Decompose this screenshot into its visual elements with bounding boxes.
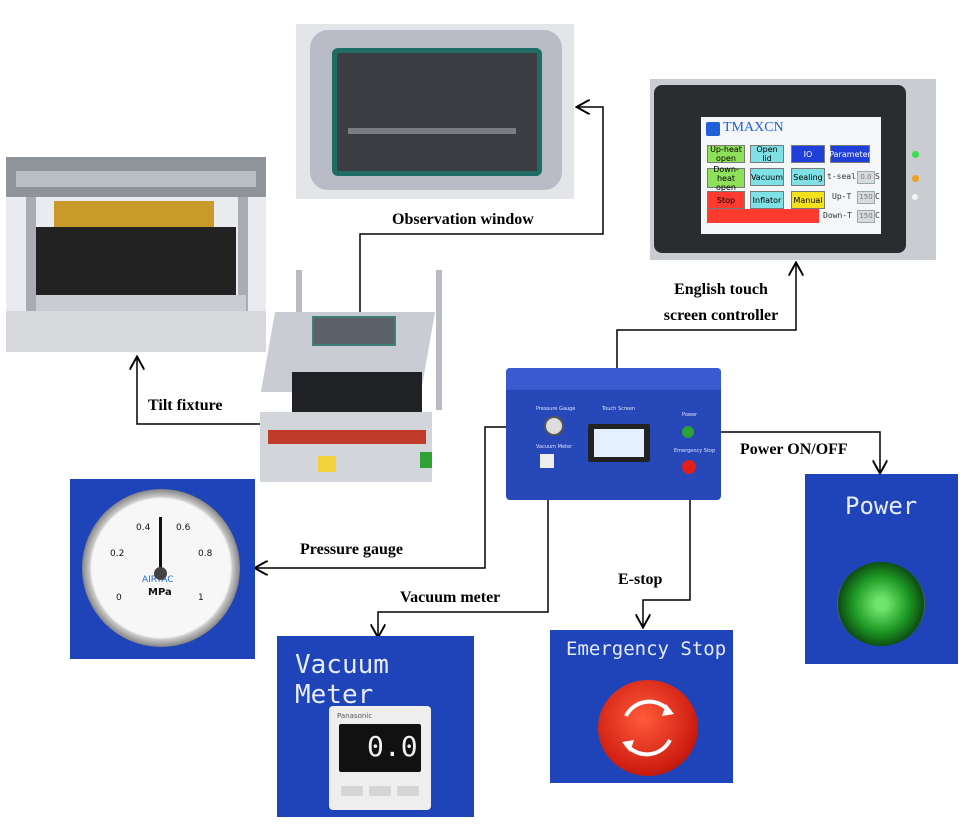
ts-up-heat-open-button[interactable]: Up-heat open <box>707 145 745 163</box>
cabinet-emergency-stop-label: Emergency Stop <box>674 448 716 454</box>
cabinet-emergency-stop-button[interactable] <box>682 460 696 474</box>
power-button-photo: Power <box>805 474 958 664</box>
ts-io-button[interactable]: IO <box>791 145 825 163</box>
gauge-tick-0: 0 <box>116 593 122 603</box>
tilt-fixture-photo <box>6 157 266 352</box>
connector-estop <box>643 476 691 626</box>
ts-vacuum-button[interactable]: Vacuum <box>750 168 784 186</box>
ts-sealing-button[interactable]: Sealing <box>791 168 825 186</box>
label-estop: E-stop <box>618 571 663 588</box>
touch-screen-brand: TMAXCN <box>723 120 784 135</box>
ts-down-t-label: Down-T <box>823 211 852 220</box>
vacuum-meter-brand: Panasonic <box>337 712 373 720</box>
control-cabinet: Pressure Gauge Touch Screen Power Vacuum… <box>506 368 721 500</box>
gauge-tick-0.8: 0.8 <box>198 549 213 559</box>
ts-open-lid-button[interactable]: Open lid <box>750 145 784 163</box>
gauge-hub-icon <box>154 567 167 580</box>
cabinet-touch-screen-label: Touch Screen <box>602 406 636 412</box>
emergency-stop-button[interactable] <box>598 680 698 776</box>
white-led-icon <box>912 194 918 200</box>
power-title: Power <box>845 492 918 520</box>
label-observation-window: Observation window <box>392 211 534 228</box>
ts-inflator-button[interactable]: Inflator <box>750 191 784 209</box>
connector-power <box>690 431 880 472</box>
label-power-on-off: Power ON/OFF <box>740 441 848 458</box>
cabinet-gauge-icon <box>544 416 564 436</box>
gauge-unit: MPa <box>148 587 172 598</box>
pressure-gauge-dial: 0 0.2 0.4 0.6 0.8 1 AIRTAC MPa <box>82 489 240 647</box>
label-touch-screen-line2: screen controller <box>663 307 779 324</box>
pressure-gauge-photo: 0 0.2 0.4 0.6 0.8 1 AIRTAC MPa <box>70 479 255 659</box>
gauge-tick-0.4: 0.4 <box>136 523 151 533</box>
emergency-stop-title: Emergency Stop <box>566 638 727 660</box>
vm-button-icon-1[interactable] <box>341 786 363 796</box>
gauge-needle-icon <box>159 517 162 573</box>
touch-screen-display: TMAXCN Up-heat open Open lid IO Paramete… <box>701 117 881 234</box>
emergency-stop-photo: Emergency Stop <box>550 630 733 783</box>
observation-window-photo <box>296 24 574 199</box>
vacuum-meter-reading: 0.0 <box>367 730 418 763</box>
gauge-tick-0.6: 0.6 <box>176 523 191 533</box>
connector-pressure-gauge <box>256 426 526 568</box>
ts-status-bar <box>707 209 819 223</box>
vm-button-icon-2[interactable] <box>369 786 391 796</box>
label-touch-screen-controller: English touch screen controller <box>636 280 806 326</box>
gauge-tick-1: 1 <box>198 593 204 603</box>
cabinet-power-button[interactable] <box>682 426 694 438</box>
orange-led-icon <box>912 175 919 182</box>
ts-down-t-value[interactable]: 150 <box>857 210 875 223</box>
vm-button-icon-3[interactable] <box>397 786 419 796</box>
ts-parameter-button[interactable]: Parameter <box>829 145 871 163</box>
ts-manual-button[interactable]: Manual <box>791 191 825 209</box>
cabinet-power-label: Power <box>682 412 698 418</box>
connector-tilt-fixture <box>137 358 300 425</box>
tmaxcn-logo-icon <box>706 122 720 136</box>
cabinet-pressure-gauge-label: Pressure Gauge <box>536 406 576 412</box>
ts-down-heat-open-button[interactable]: Down-heat open <box>707 165 745 192</box>
vacuum-meter-screen: 0.0 <box>339 724 421 772</box>
power-button-icon[interactable] <box>837 562 925 646</box>
cabinet-vacuum-meter-label: Vacuum Meter <box>536 444 573 450</box>
label-touch-screen-line1: English touch <box>674 281 768 298</box>
ts-stop-button[interactable]: Stop <box>707 191 745 209</box>
cabinet-touch-screen <box>588 424 650 462</box>
gauge-tick-0.2: 0.2 <box>110 549 125 559</box>
ts-up-t-unit: C <box>875 192 880 201</box>
gauge-brand: AIRTAC <box>142 575 174 585</box>
ts-t-seal-value[interactable]: 0.0 <box>857 171 875 184</box>
green-led-icon <box>912 151 919 158</box>
ts-t-seal-unit: S <box>875 172 880 181</box>
vacuum-meter-photo: Vacuum Meter Panasonic 0.0 <box>277 636 474 817</box>
label-vacuum-meter: Vacuum meter <box>400 589 501 606</box>
touch-screen-photo: TMAXCN Up-heat open Open lid IO Paramete… <box>650 79 936 260</box>
connector-vacuum-meter <box>378 462 549 636</box>
ts-down-t-unit: C <box>875 211 880 220</box>
label-pressure-gauge: Pressure gauge <box>300 541 403 558</box>
ts-up-t-value[interactable]: 150 <box>857 191 875 204</box>
connector-observation-window <box>359 107 604 322</box>
ts-t-seal-label: t-seal <box>827 172 856 181</box>
cabinet-vacuum-meter <box>540 454 554 468</box>
rotate-arrow-icon <box>622 699 674 757</box>
label-tilt-fixture: Tilt fixture <box>148 397 223 414</box>
heat-sealer-machine <box>248 262 460 492</box>
ts-up-t-label: Up-T <box>832 192 852 201</box>
vacuum-meter-title: Vacuum Meter <box>295 650 389 710</box>
vacuum-meter-device: Panasonic 0.0 <box>329 706 431 810</box>
